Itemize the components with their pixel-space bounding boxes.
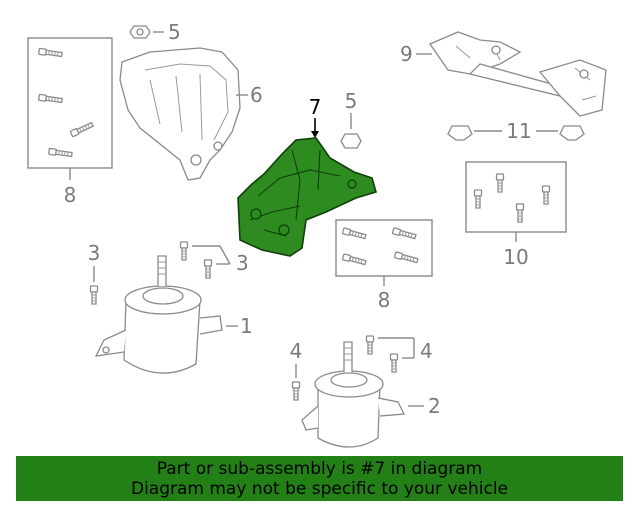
studs-3 <box>89 241 231 305</box>
callout-8-right: 8 <box>378 288 391 312</box>
callout-5-mid: 5 <box>345 89 358 113</box>
bolt-kit-box-8-right <box>335 219 433 286</box>
banner-line-2: Diagram may not be specific to your vehi… <box>130 479 508 499</box>
nuts-11 <box>447 125 585 141</box>
bracket-6 <box>119 47 248 181</box>
mount-1 <box>94 255 238 374</box>
callout-1: 1 <box>240 314 253 338</box>
bolt-kit-box-10 <box>465 161 567 242</box>
callout-9: 9 <box>400 42 413 66</box>
callout-3-left: 3 <box>88 241 101 265</box>
callout-5-top: 5 <box>168 20 181 44</box>
crossmember-9 <box>416 31 607 117</box>
callout-7: 7 <box>309 95 322 119</box>
bracket-7-highlighted <box>237 118 377 257</box>
nut-5-top <box>129 25 164 39</box>
callout-3-right: 3 <box>236 251 249 275</box>
bolt-kit-box-8-left <box>27 37 113 180</box>
callout-10: 10 <box>503 245 528 269</box>
parts-diagram: 8 5 6 9 11 10 <box>27 20 607 448</box>
callout-4-left: 4 <box>290 339 303 363</box>
banner-line-1: Part or sub-assembly is #7 in diagram <box>156 459 483 479</box>
mount-2 <box>301 341 424 448</box>
nut-5-mid <box>340 113 362 149</box>
callout-11: 11 <box>506 119 531 143</box>
callout-2: 2 <box>428 394 441 418</box>
callout-8-left: 8 <box>64 183 77 207</box>
studs-4 <box>291 335 415 401</box>
info-banner: Part or sub-assembly is #7 in diagram Di… <box>16 456 623 501</box>
callout-6: 6 <box>250 83 263 107</box>
callout-4-right: 4 <box>420 339 433 363</box>
